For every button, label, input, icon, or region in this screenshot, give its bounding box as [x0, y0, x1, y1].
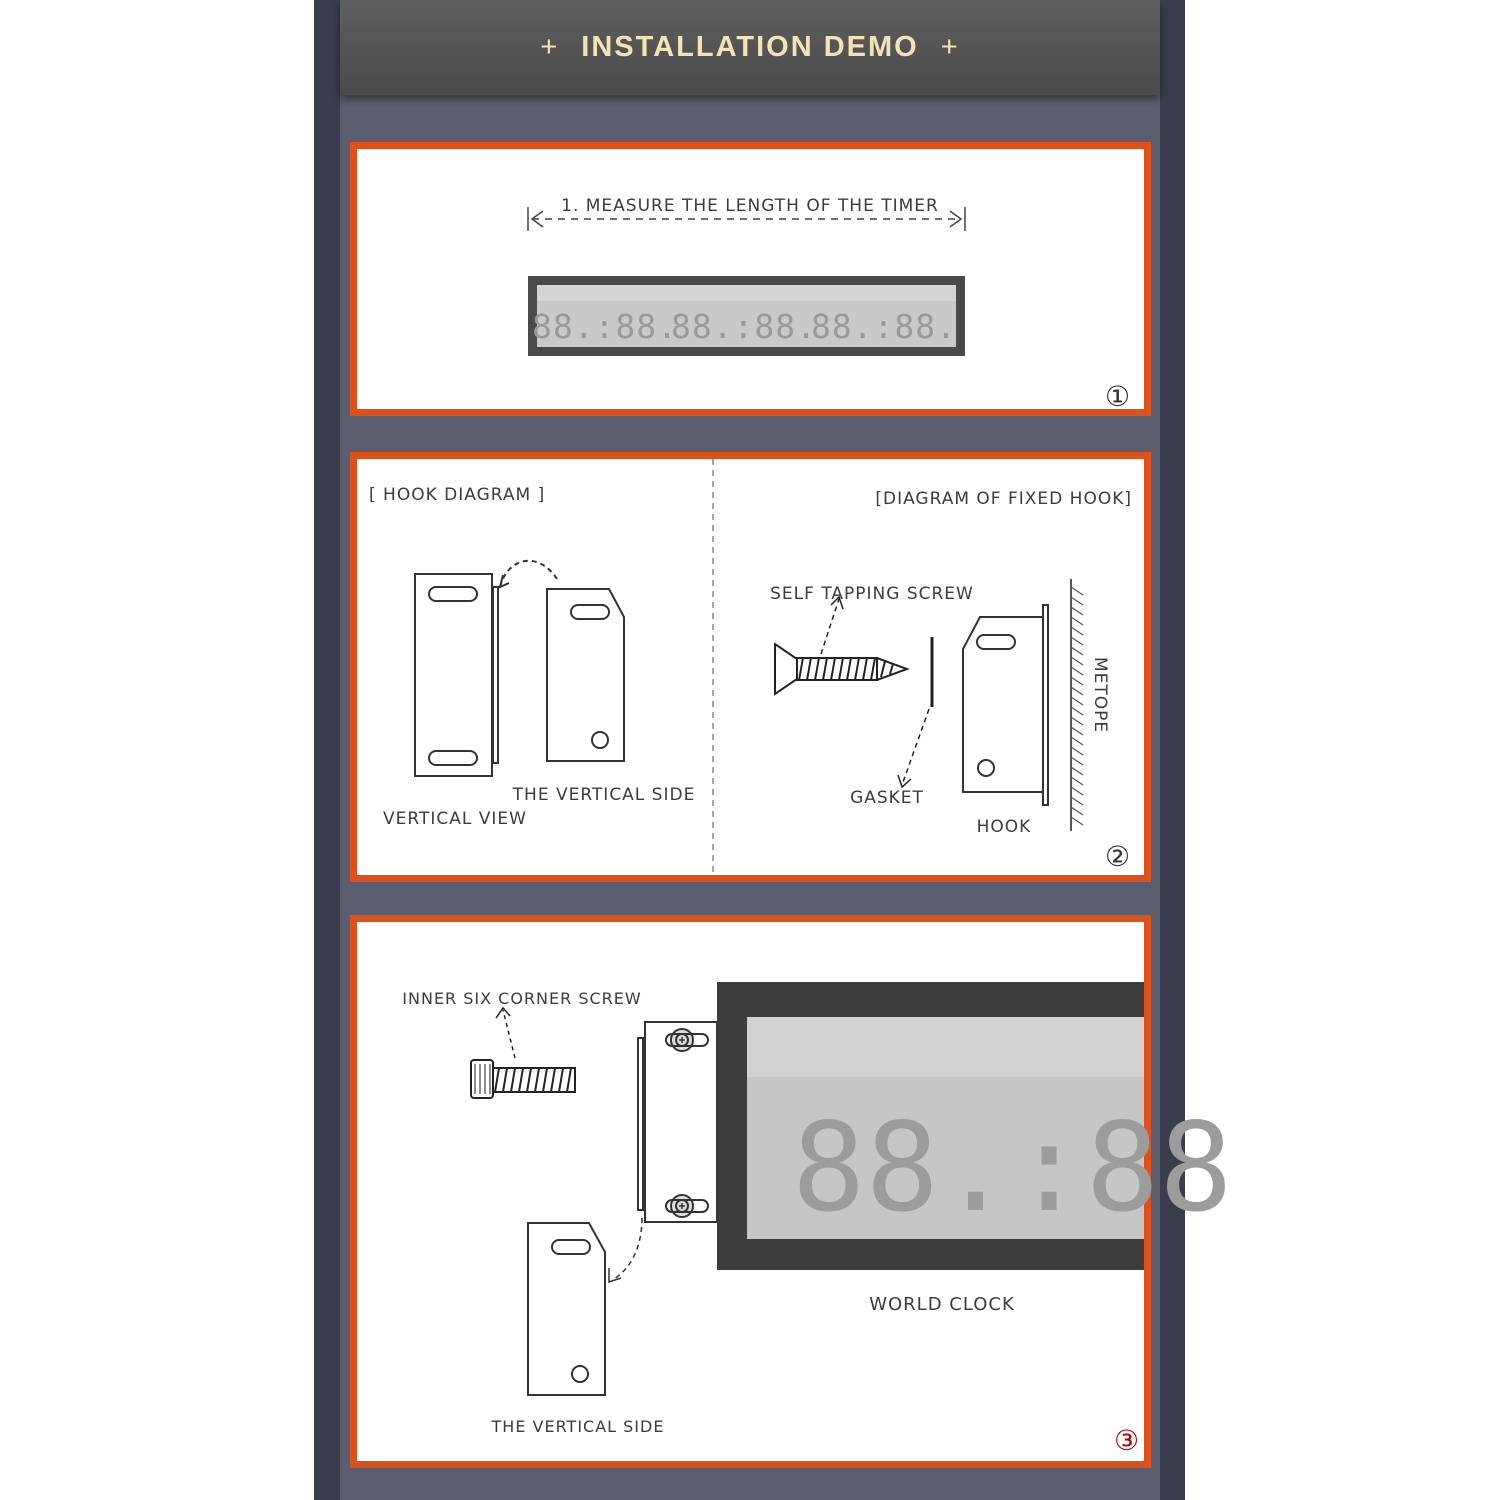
measure-label: 1. MEASURE THE LENGTH OF THE TIMER: [561, 196, 939, 216]
step-2-diagram: [ HOOK DIAGRAM ] [DIAGRAM OF FIXED HOOK]…: [369, 459, 1132, 875]
step-3-diagram: INNER SIX CORNER SCREW: [402, 982, 1233, 1436]
vertical-side-label: THE VERTICAL SIDE: [512, 785, 696, 805]
page-title: INSTALLATION DEMO: [581, 31, 919, 63]
step-1-diagram: 1. MEASURE THE LENGTH OF THE TIMER 88.:8…: [527, 196, 966, 356]
step-number-2: ②: [1105, 841, 1131, 872]
timer-group-1: 88.:88.: [532, 307, 678, 346]
metope-wall-icon: [1070, 579, 1084, 831]
step-2-panel: [ HOOK DIAGRAM ] [DIAGRAM OF FIXED HOOK]…: [350, 452, 1151, 882]
timer-group-2: 88.:88.: [671, 307, 817, 346]
fixed-hook-title: [DIAGRAM OF FIXED HOOK]: [875, 489, 1132, 509]
hook-diagram-title: [ HOOK DIAGRAM ]: [369, 485, 545, 505]
page-header: + INSTALLATION DEMO +: [340, 0, 1160, 95]
hex-screw-icon: [470, 1006, 576, 1099]
vertical-view-label: VERTICAL VIEW: [383, 809, 527, 829]
world-clock-label: WORLD CLOCK: [869, 1294, 1015, 1315]
vertical-side-label-3: THE VERTICAL SIDE: [491, 1417, 665, 1436]
plus-icon-left: +: [540, 31, 560, 63]
hook-label: HOOK: [977, 817, 1032, 837]
step-1-panel: 1. MEASURE THE LENGTH OF THE TIMER 88.:8…: [350, 142, 1151, 416]
timer-display: 88.:88. 88.:88. 88.:88.: [528, 276, 965, 356]
timer-group-3: 88.:88.: [811, 307, 957, 346]
self-tapping-screw-icon: [774, 595, 910, 696]
plus-icon-right: +: [940, 31, 960, 63]
world-clock-display: 88.:88: [717, 982, 1233, 1270]
step-3-panel: INNER SIX CORNER SCREW: [350, 915, 1233, 1468]
measure-arrow-icon: [527, 207, 966, 231]
gasket-icon: [897, 637, 934, 789]
clock-bracket-icon: [608, 1021, 718, 1284]
bracket-vertical-side-icon: [527, 1222, 606, 1396]
step-number-3: ③: [1114, 1425, 1140, 1456]
inner-six-corner-screw-label: INNER SIX CORNER SCREW: [402, 989, 641, 1008]
fixed-hook-icon: [962, 604, 1049, 806]
self-tapping-screw-label: SELF TAPPING SCREW: [770, 584, 974, 604]
gasket-label: GASKET: [850, 788, 924, 808]
world-clock-digits: 88.:88: [792, 1097, 1233, 1239]
hook-vertical-side-icon: [546, 588, 625, 762]
step-number-1: ①: [1105, 381, 1131, 412]
hook-vertical-view-icon: [414, 559, 558, 777]
metope-label: METOPE: [1090, 657, 1110, 733]
